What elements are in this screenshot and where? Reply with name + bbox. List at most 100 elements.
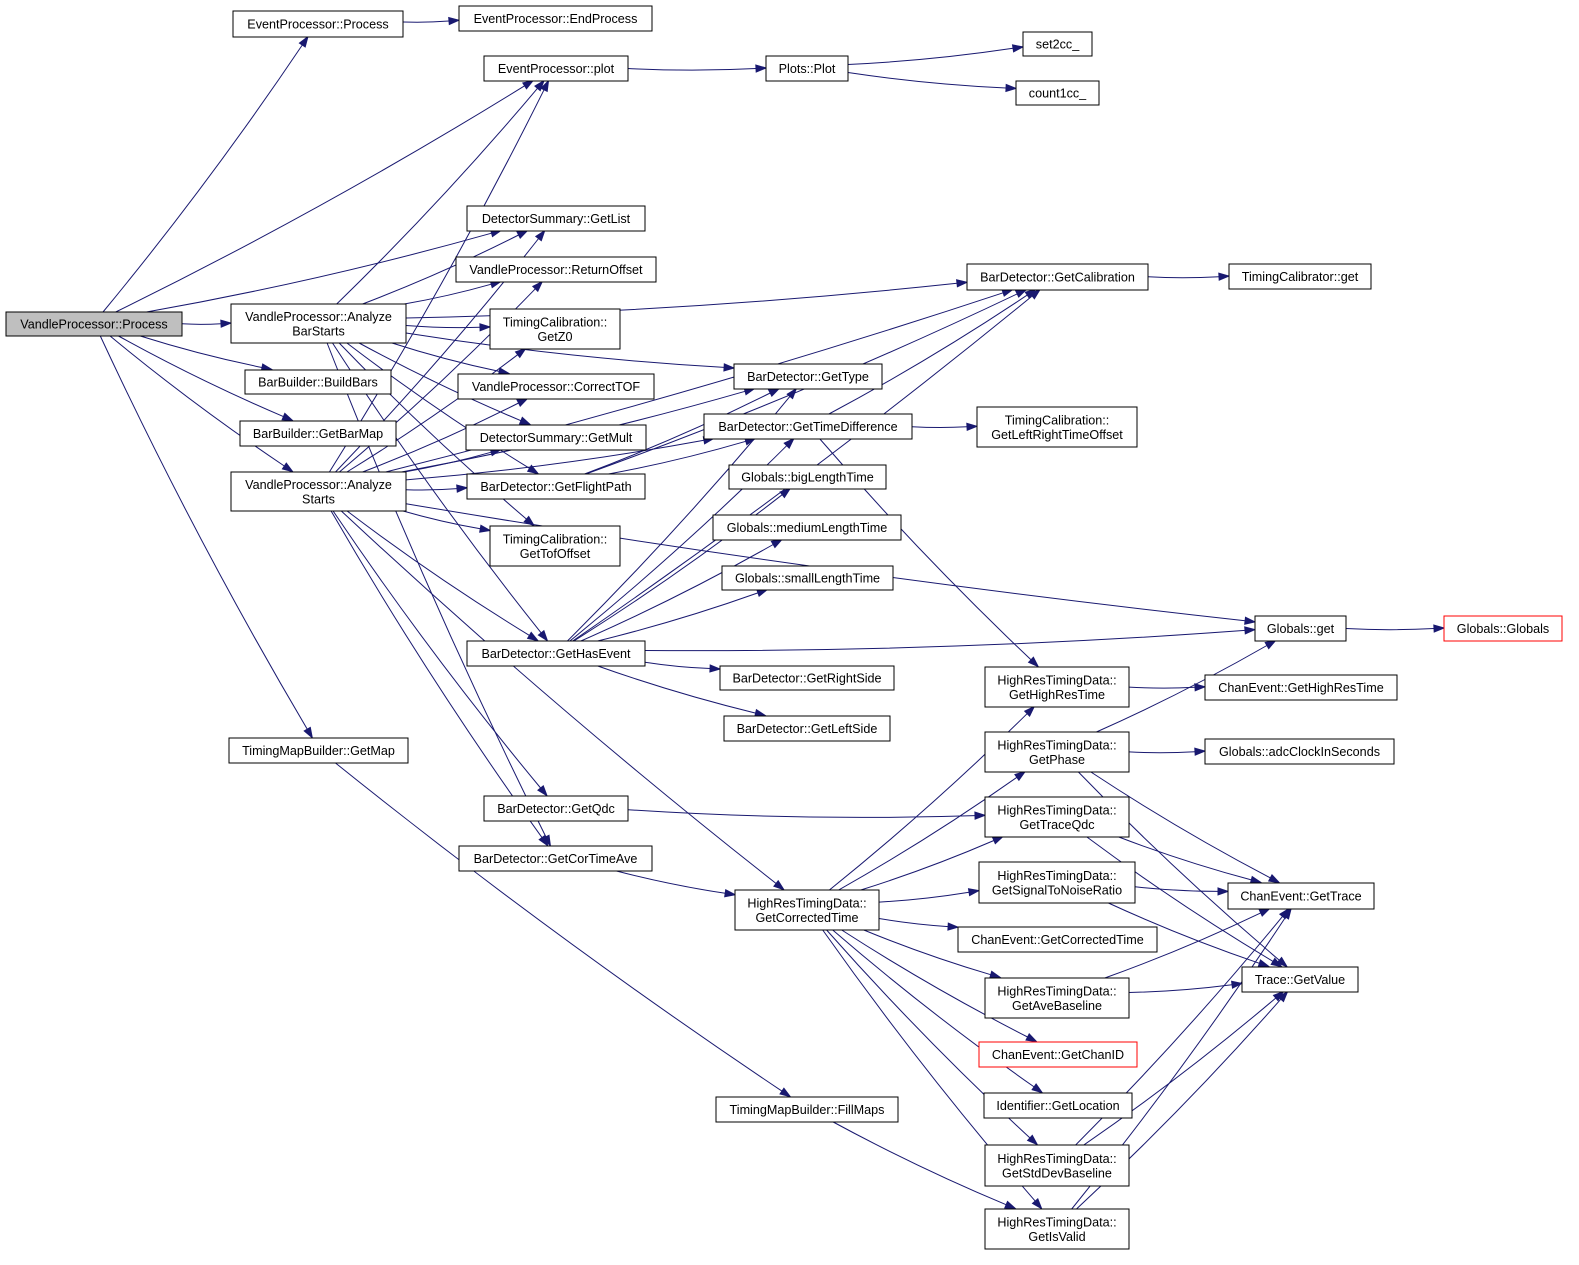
call-edge-vp_process-to-tmb_getmap: [99, 335, 314, 740]
edge-line: [405, 488, 458, 491]
node-bd-getflightpath[interactable]: BarDetector::GetFlightPath: [466, 473, 646, 500]
node-box: [703, 413, 913, 440]
node-bd-getcortimeave[interactable]: BarDetector::GetCorTimeAve: [458, 845, 653, 872]
node-hrtd-getsignaltonoiseratio[interactable]: HighResTimingData::GetSignalToNoiseRatio: [978, 861, 1136, 904]
node-box: [1022, 31, 1093, 57]
node-bd-gettype[interactable]: BarDetector::GetType: [733, 363, 883, 390]
node-g-adcclockinseconds[interactable]: Globals::adcClockInSeconds: [1204, 738, 1395, 765]
node-g-globals[interactable]: Globals::Globals: [1443, 615, 1563, 642]
call-edge-bd_getcortimeave-to-hrtd_getcorrectedtime: [616, 870, 737, 898]
node-tcal-get[interactable]: TimingCalibrator::get: [1228, 263, 1372, 290]
node-label: Trace::GetValue: [1255, 973, 1345, 987]
node-box: [458, 845, 653, 872]
node-vp-returnoffset[interactable]: VandleProcessor::ReturnOffset: [455, 256, 657, 283]
node-ds-getmult[interactable]: DetectorSummary::GetMult: [465, 424, 647, 451]
call-edge-bd_gettimedifference-to-bd_getcalibration: [828, 288, 1037, 415]
node-bd-getrightside[interactable]: BarDetector::GetRightSide: [719, 665, 895, 691]
edge-line: [118, 335, 284, 418]
edge-arrowhead: [947, 922, 960, 931]
node-ep-process[interactable]: EventProcessor::Process: [232, 10, 404, 38]
node-hrtd-getavebaseline[interactable]: HighResTimingData::GetAveBaseline: [984, 977, 1130, 1019]
node-bd-gethasevent[interactable]: BarDetector::GetHasEvent: [466, 640, 646, 667]
node-g-biglengthtime[interactable]: Globals::bigLengthTime: [728, 464, 887, 490]
edge-arrowhead: [479, 323, 492, 332]
node-label: BarDetector::GetQdc: [497, 802, 615, 816]
edge-line: [332, 510, 541, 789]
node-bd-gettimedifference[interactable]: BarDetector::GetTimeDifference: [703, 413, 913, 440]
node-label: TimingCalibrator::get: [1242, 270, 1359, 284]
edge-arrowhead: [1264, 639, 1277, 650]
node-label: VandleProcessor::Analyze: [245, 310, 392, 324]
node-tmb-getmap[interactable]: TimingMapBuilder::GetMap: [228, 737, 409, 764]
edge-line: [841, 929, 1028, 1038]
node-count1cc[interactable]: count1cc_: [1015, 80, 1100, 106]
node-hrtd-getstddevbaseline[interactable]: HighResTimingData::GetStdDevBaseline: [984, 1144, 1130, 1187]
node-box: [465, 424, 647, 451]
node-hrtd-getisvalid[interactable]: HighResTimingData::GetIsValid: [984, 1208, 1130, 1250]
node-hrtd-getcorrectedtime[interactable]: HighResTimingData::GetCorrectedTime: [734, 889, 880, 931]
edge-arrowhead: [516, 397, 529, 408]
node-tc-getleftrighttimeoffset[interactable]: TimingCalibration::GetLeftRightTimeOffse…: [976, 406, 1138, 448]
node-bd-getqdc[interactable]: BarDetector::GetQdc: [483, 795, 629, 822]
node-label: TimingMapBuilder::GetMap: [242, 744, 395, 758]
edge-line: [878, 891, 970, 903]
edge-arrowhead: [522, 79, 535, 90]
node-bb-buildbars[interactable]: BarBuilder::BuildBars: [244, 369, 392, 395]
node-g-smalllengthtime[interactable]: Globals::smallLengthTime: [721, 565, 894, 591]
node-hrtd-gettraceqdc[interactable]: HighResTimingData::GetTraceQdc: [984, 796, 1130, 838]
node-ce-gettrace[interactable]: ChanEvent::GetTrace: [1227, 882, 1375, 910]
node-hrtd-getphase[interactable]: HighResTimingData::GetPhase: [984, 731, 1130, 773]
node-ce-getchanid[interactable]: ChanEvent::GetChanID: [978, 1041, 1138, 1068]
node-g-mediumlengthtime[interactable]: Globals::mediumLengthTime: [712, 514, 902, 541]
node-ep-plot[interactable]: EventProcessor::plot: [483, 55, 629, 82]
edge-line: [109, 335, 285, 467]
node-tc-gettofoffset[interactable]: TimingCalibration::GetTofOffset: [489, 525, 621, 567]
node-box: [723, 715, 891, 742]
node-label: HighResTimingData::: [997, 1152, 1116, 1166]
node-trace-getvalue[interactable]: Trace::GetValue: [1241, 966, 1359, 993]
edge-line: [1118, 836, 1252, 881]
node-ce-getcorrectedtime[interactable]: ChanEvent::GetCorrectedTime: [957, 926, 1158, 953]
node-bd-getleftside[interactable]: BarDetector::GetLeftSide: [723, 715, 891, 742]
node-box: [733, 363, 883, 390]
node-tc-getz0[interactable]: TimingCalibration::GetZ0: [489, 308, 621, 350]
edge-arrowhead: [538, 834, 549, 847]
node-bd-getcalibration[interactable]: BarDetector::GetCalibration: [966, 263, 1149, 291]
node-tmb-fillmaps[interactable]: TimingMapBuilder::FillMaps: [715, 1096, 899, 1123]
edge-line: [1345, 628, 1435, 631]
call-edges: [99, 16, 1446, 1210]
node-g-get[interactable]: Globals::get: [1254, 615, 1347, 642]
node-plots-plot[interactable]: Plots::Plot: [765, 55, 849, 82]
node-label: BarStarts: [292, 324, 345, 338]
edge-arrowhead: [1031, 1083, 1044, 1094]
node-set2cc[interactable]: set2cc_: [1022, 31, 1093, 57]
node-vp-correcttof[interactable]: VandleProcessor::CorrectTOF: [457, 373, 655, 400]
node-ep-endprocess[interactable]: EventProcessor::EndProcess: [458, 5, 653, 32]
node-label: TimingMapBuilder::FillMaps: [730, 1103, 885, 1117]
edge-line: [911, 426, 968, 429]
edge-line: [391, 342, 500, 372]
node-bb-getbarmap[interactable]: BarBuilder::GetBarMap: [239, 420, 397, 447]
call-edge-vp_process-to-vp_analyzestarts: [109, 335, 294, 473]
edge-arrowhead: [281, 412, 294, 422]
edge-line: [346, 510, 530, 636]
edge-arrowhead: [1258, 907, 1272, 917]
edge-line: [1108, 902, 1260, 964]
node-hrtd-gethighrestime[interactable]: HighResTimingData::GetHighResTime: [984, 666, 1130, 708]
node-ce-gethighrestime[interactable]: ChanEvent::GetHighResTime: [1204, 674, 1398, 701]
edge-line: [1083, 997, 1277, 1146]
node-box: [983, 1092, 1133, 1119]
node-ds-getlist[interactable]: DetectorSummary::GetList: [466, 205, 646, 232]
node-box: [239, 420, 397, 447]
edge-arrowhead: [754, 708, 767, 718]
node-label: Identifier::GetLocation: [996, 1099, 1119, 1113]
node-id-getlocation[interactable]: Identifier::GetLocation: [983, 1092, 1133, 1119]
node-label: HighResTimingData::: [747, 896, 866, 910]
edge-line: [102, 44, 303, 313]
node-label: GetPhase: [1029, 753, 1085, 767]
edge-line: [99, 335, 308, 730]
call-edge-hrtd_getphase-to-ce_gettrace: [1090, 771, 1281, 884]
node-box: [489, 308, 621, 350]
